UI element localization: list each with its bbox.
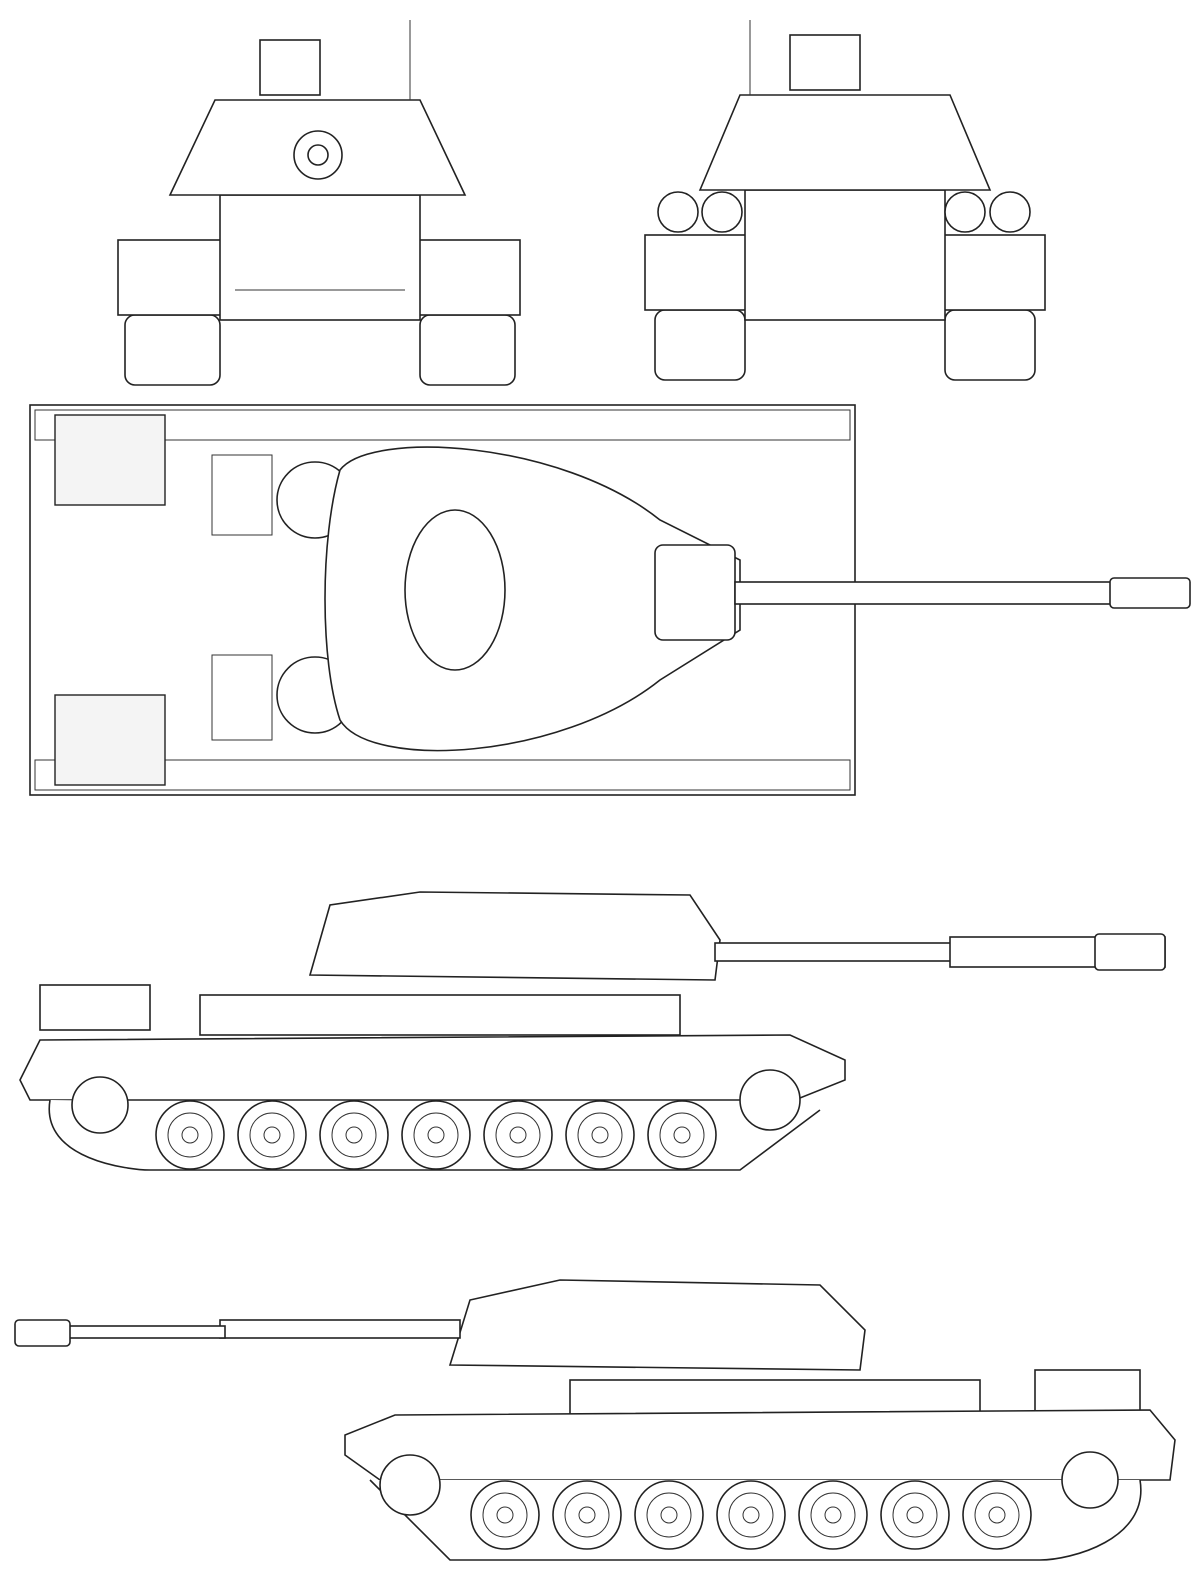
left-track — [654, 309, 746, 381]
road-wheels — [155, 1100, 717, 1170]
road-wheel — [401, 1100, 471, 1170]
muzzle-brake — [1109, 577, 1191, 609]
hull-side — [344, 1409, 1176, 1481]
idler-wheel — [739, 1069, 801, 1131]
road-wheel-hub — [673, 1126, 691, 1144]
muzzle-brake — [1094, 933, 1166, 971]
road-wheel-hub — [974, 1492, 1020, 1538]
road-wheel-hub — [482, 1492, 528, 1538]
road-wheel-hub — [496, 1506, 514, 1524]
rear-fuel-tank — [1034, 1369, 1141, 1416]
road-wheel — [798, 1480, 868, 1550]
engine-grille — [211, 654, 273, 741]
turret-side — [448, 1279, 866, 1371]
road-wheel-hub — [578, 1506, 596, 1524]
road-wheel — [483, 1100, 553, 1170]
road-wheel — [319, 1100, 389, 1170]
gun-barrel — [219, 1319, 461, 1339]
turret-side — [308, 891, 721, 981]
road-wheel-hub — [988, 1506, 1006, 1524]
fuel-drum — [701, 191, 743, 233]
fuel-tank — [54, 694, 166, 786]
fuel-drum — [989, 191, 1031, 233]
road-wheel-hub — [427, 1126, 445, 1144]
road-wheel — [565, 1100, 635, 1170]
machine-gun-mount — [789, 34, 861, 91]
rear-fuel-tank — [39, 984, 151, 1031]
road-wheel — [647, 1100, 717, 1170]
hull-side — [19, 1034, 846, 1101]
road-wheel — [634, 1480, 704, 1550]
engine-grille — [211, 454, 273, 536]
fuel-drum — [944, 191, 986, 233]
road-wheel — [880, 1480, 950, 1550]
fuel-tank — [54, 414, 166, 506]
gun-muzzle — [307, 144, 329, 166]
road-wheel-hub — [263, 1126, 281, 1144]
hull-front — [219, 194, 421, 321]
gun-mantlet — [654, 544, 736, 641]
road-wheel-hub — [646, 1492, 692, 1538]
road-wheel-hub — [249, 1112, 295, 1158]
hull-rear — [744, 189, 946, 321]
road-wheel — [552, 1480, 622, 1550]
road-wheel-hub — [742, 1506, 760, 1524]
road-wheel-hub — [331, 1112, 377, 1158]
right-fender-box — [409, 239, 521, 316]
drive-sprocket — [1061, 1451, 1119, 1509]
road-wheel-hub — [659, 1112, 705, 1158]
muzzle-brake — [14, 1319, 71, 1347]
road-wheel-hub — [181, 1126, 199, 1144]
road-wheel-hub — [906, 1506, 924, 1524]
rear-view — [644, 20, 1046, 381]
stowage-box — [199, 994, 681, 1036]
left-fender-box — [117, 239, 229, 316]
left-track — [124, 314, 221, 386]
road-wheel-hub — [345, 1126, 363, 1144]
fuel-drum — [657, 191, 699, 233]
road-wheel — [155, 1100, 225, 1170]
road-wheel-hub — [495, 1112, 541, 1158]
gun-barrel — [714, 942, 956, 962]
idler-wheel — [379, 1454, 441, 1516]
road-wheel-hub — [810, 1492, 856, 1538]
side-view-right — [19, 891, 1166, 1171]
right-track — [944, 309, 1036, 381]
road-wheel-hub — [660, 1506, 678, 1524]
road-wheel — [962, 1480, 1032, 1550]
road-wheel-hub — [509, 1126, 527, 1144]
road-wheel — [470, 1480, 540, 1550]
side-view-left — [14, 1279, 1176, 1561]
top-view — [29, 404, 1191, 796]
road-wheels — [470, 1480, 1032, 1550]
road-wheel-hub — [591, 1126, 609, 1144]
road-wheel-hub — [824, 1506, 842, 1524]
road-wheel-hub — [728, 1492, 774, 1538]
drive-sprocket — [71, 1076, 129, 1134]
road-wheel-hub — [577, 1112, 623, 1158]
machine-gun-mount — [259, 39, 321, 96]
front-view — [117, 20, 521, 386]
commander-cupola — [404, 509, 506, 671]
stowage-box — [569, 1379, 981, 1416]
right-track — [419, 314, 516, 386]
road-wheel — [716, 1480, 786, 1550]
road-wheel-hub — [413, 1112, 459, 1158]
road-wheel-hub — [167, 1112, 213, 1158]
road-wheel-hub — [564, 1492, 610, 1538]
left-fender-box — [644, 234, 751, 311]
turret-rear — [698, 94, 992, 191]
road-wheel — [237, 1100, 307, 1170]
gun-barrel — [734, 581, 1116, 605]
right-fender-box — [939, 234, 1046, 311]
road-wheel-hub — [892, 1492, 938, 1538]
